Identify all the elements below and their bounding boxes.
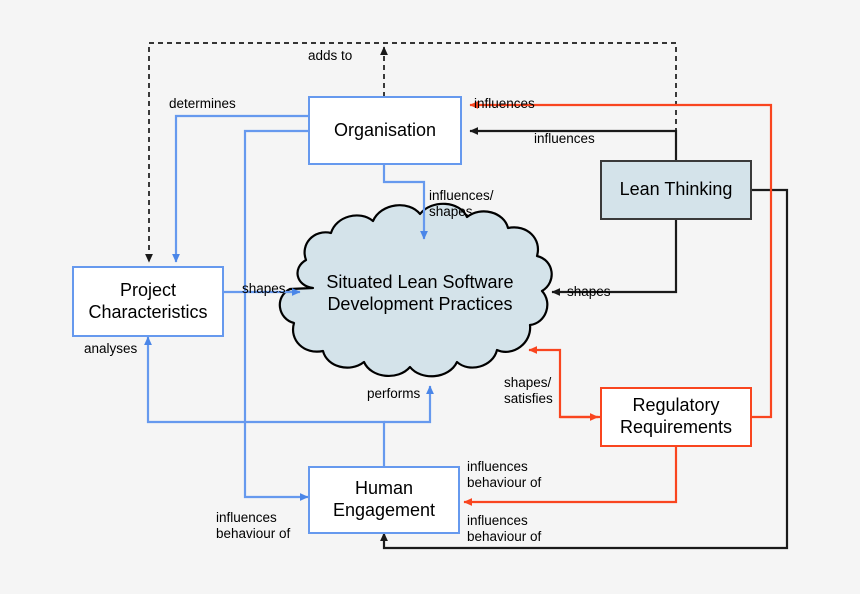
- node-lean-thinking[interactable]: Lean Thinking: [600, 160, 752, 220]
- edge-lean-influences-human: [380, 188, 789, 550]
- node-human-engagement-label: Human Engagement: [332, 478, 436, 520]
- edge-human-performs-cloud: [384, 385, 434, 424]
- edge-reg-influences-org: [469, 101, 773, 419]
- edge-reg-influences-human: [463, 447, 678, 506]
- edge-org-influences-human: [243, 129, 310, 501]
- edge-label-influences-behaviour-of-black: influences behaviour of: [467, 513, 542, 544]
- edge-determines: [172, 114, 310, 263]
- edge-label-shapes-from-lean: shapes: [567, 284, 611, 299]
- edge-lean-shapes-cloud: [551, 220, 678, 296]
- edge-label-influences-shapes: influences/ shapes: [429, 188, 494, 219]
- node-human-engagement[interactable]: Human Engagement: [308, 466, 460, 534]
- edge-label-influences-behaviour-of-red: influences behaviour of: [467, 459, 542, 490]
- node-regulatory-requirements-label: Regulatory Requirements: [619, 395, 733, 437]
- node-organisation[interactable]: Organisation: [308, 96, 462, 165]
- node-project-characteristics[interactable]: Project Characteristics: [72, 266, 224, 337]
- edge-human-analyses-project: [144, 336, 386, 467]
- edge-org-influences-shapes-cloud: [382, 164, 428, 240]
- practices-cloud-shape: [278, 202, 553, 378]
- edge-label-performs: performs: [367, 386, 421, 401]
- edge-label-determines: determines: [169, 96, 236, 111]
- edge-lean-influences-org: [469, 127, 678, 160]
- edge-label-analyses: analyses: [84, 341, 138, 356]
- node-practices-cloud-label: Situated Lean Software Development Pract…: [326, 271, 514, 315]
- node-practices-cloud[interactable]: Situated Lean Software Development Pract…: [300, 268, 540, 318]
- edge-label-shapes-from-project: shapes: [242, 281, 286, 296]
- node-lean-thinking-label: Lean Thinking: [619, 179, 733, 200]
- edge-label-influences-behaviour-of-blue: influences behaviour of: [216, 510, 291, 541]
- node-regulatory-requirements[interactable]: Regulatory Requirements: [600, 387, 752, 447]
- node-organisation-label: Organisation: [333, 119, 437, 140]
- edge-label-influences-lean-to-org: influences: [534, 131, 595, 146]
- edge-adds-to-dashed: [145, 42, 677, 263]
- edge-label-adds-to: adds to: [308, 48, 353, 63]
- edge-label-influences-reg-to-org: influences: [474, 96, 535, 111]
- node-project-characteristics-label: Project Characteristics: [88, 279, 208, 322]
- edge-label-shapes-satisfies: shapes/ satisfies: [504, 375, 553, 406]
